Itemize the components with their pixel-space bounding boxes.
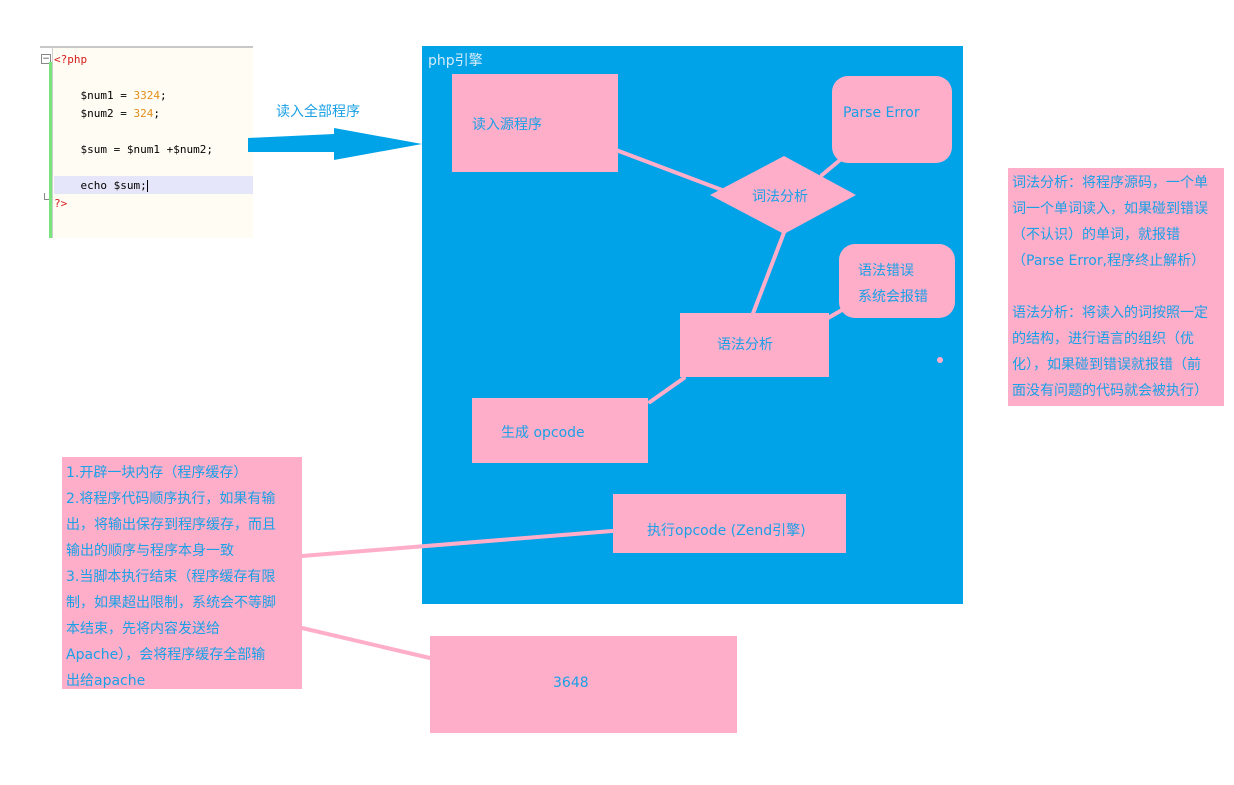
code-editor: − <?php $num1 = 3324; $num2 = 324; $sum … <box>40 46 253 238</box>
code-line: $num1 = 3324; <box>54 87 167 105</box>
syntax-note-line: 的结构，进行语言的组织（优 <box>1012 331 1194 347</box>
connector-syntax-to-error <box>826 308 844 320</box>
code-line: $sum = $num1 +$num2; <box>54 143 213 156</box>
number-literal: 324 <box>133 107 154 120</box>
stray-dot <box>937 357 943 363</box>
analysis-notes: 词法分析：将程序源码，一个单 词一个单词读入，如果碰到错误 （不认识）的单词，就… <box>1008 168 1224 406</box>
parse-error-label: Parse Error <box>843 105 920 121</box>
parse-error-box: Parse Error <box>832 76 952 163</box>
read-source-label: 读入源程序 <box>472 117 542 133</box>
code-line: ?> <box>54 197 68 210</box>
syntax-error-line-2: 系统会报错 <box>858 289 928 305</box>
code-line-num2: $num2 = 324; <box>54 107 160 120</box>
syntax-note-line: 化），如果碰到错误就报错（前 <box>1012 357 1201 373</box>
syntax-label: 语法分析 <box>717 337 773 353</box>
lexical-label: 词法分析 <box>752 189 808 205</box>
execution-note-line: 1.开辟一块内存（程序缓存） <box>66 465 248 481</box>
text-caret <box>146 180 148 192</box>
code-line: <?php <box>54 53 88 66</box>
lexical-note-line: 词法分析：将程序源码，一个单 <box>1012 175 1208 191</box>
connector-lexical-to-parse-error <box>820 158 842 177</box>
code-line-num1: $num1 = 3324; <box>54 89 167 102</box>
execution-note-line: 出，将输出保存到程序缓存，而且 <box>66 517 276 533</box>
execution-note-line: 出给apache <box>66 673 146 689</box>
paragraph-gap <box>1012 274 1220 300</box>
fold-end-icon <box>44 193 50 200</box>
connector-read-to-lexical <box>614 148 724 192</box>
generate-opcode-box: 生成 opcode <box>472 398 648 463</box>
read-source-box: 读入源程序 <box>452 74 618 172</box>
code-line: echo $sum; <box>54 179 148 192</box>
lexical-note-line: 词一个单词读入，如果碰到错误 <box>1012 201 1208 217</box>
current-line-highlight <box>54 176 253 194</box>
lexical-node: 词法分析 <box>710 156 856 234</box>
syntax-note-line: 面没有问题的代码就会被执行） <box>1012 383 1208 399</box>
lexical-note-line: （不认识）的单词，就报错 <box>1012 227 1180 243</box>
code-line: $num2 = 324; <box>54 105 160 123</box>
php-engine-title: php引擎 <box>428 53 483 69</box>
execution-note-line: 3.当脚本执行结束（程序缓存有限 <box>66 569 276 585</box>
execute-opcode-box: 执行opcode (Zend引擎) <box>613 494 846 553</box>
number-literal: 3324 <box>133 89 160 102</box>
fold-minus-icon: − <box>41 54 51 64</box>
syntax-error-line-1: 语法错误 <box>858 263 914 279</box>
read-arrow <box>248 128 422 160</box>
lexical-diamond <box>710 156 856 234</box>
execution-note-line: 2.将程序代码顺序执行，如果有输 <box>66 491 276 507</box>
syntax-box: 语法分析 <box>680 313 829 377</box>
change-marker <box>49 62 52 238</box>
execution-note-line: 制，如果超出限制，系统会不等脚 <box>66 595 276 611</box>
generate-opcode-label: 生成 opcode <box>501 425 585 441</box>
syntax-error-box: 语法错误 系统会报错 <box>839 244 955 318</box>
execution-note-line: 输出的顺序与程序本身一致 <box>66 543 234 559</box>
execution-notes: 1.开辟一块内存（程序缓存） 2.将程序代码顺序执行，如果有输 出，将输出保存到… <box>62 457 302 689</box>
output-box: 3648 <box>430 636 737 733</box>
connector-notes-to-output <box>300 626 432 660</box>
connector-syntax-to-generate <box>648 376 686 404</box>
connector-execute-to-notes <box>300 529 614 558</box>
lexical-note-line: （Parse Error,程序终止解析） <box>1012 253 1206 269</box>
connector-lexical-to-syntax <box>750 228 787 318</box>
execute-opcode-label: 执行opcode (Zend引擎) <box>647 523 806 539</box>
output-value: 3648 <box>553 675 589 691</box>
read-all-program-label: 读入全部程序 <box>276 104 360 120</box>
syntax-note-line: 语法分析：将读入的词按照一定 <box>1012 305 1208 321</box>
execution-note-line: 本结束，先将内容发送给 <box>66 621 220 637</box>
execution-note-line: Apache），会将程序缓存全部输 <box>66 647 266 663</box>
